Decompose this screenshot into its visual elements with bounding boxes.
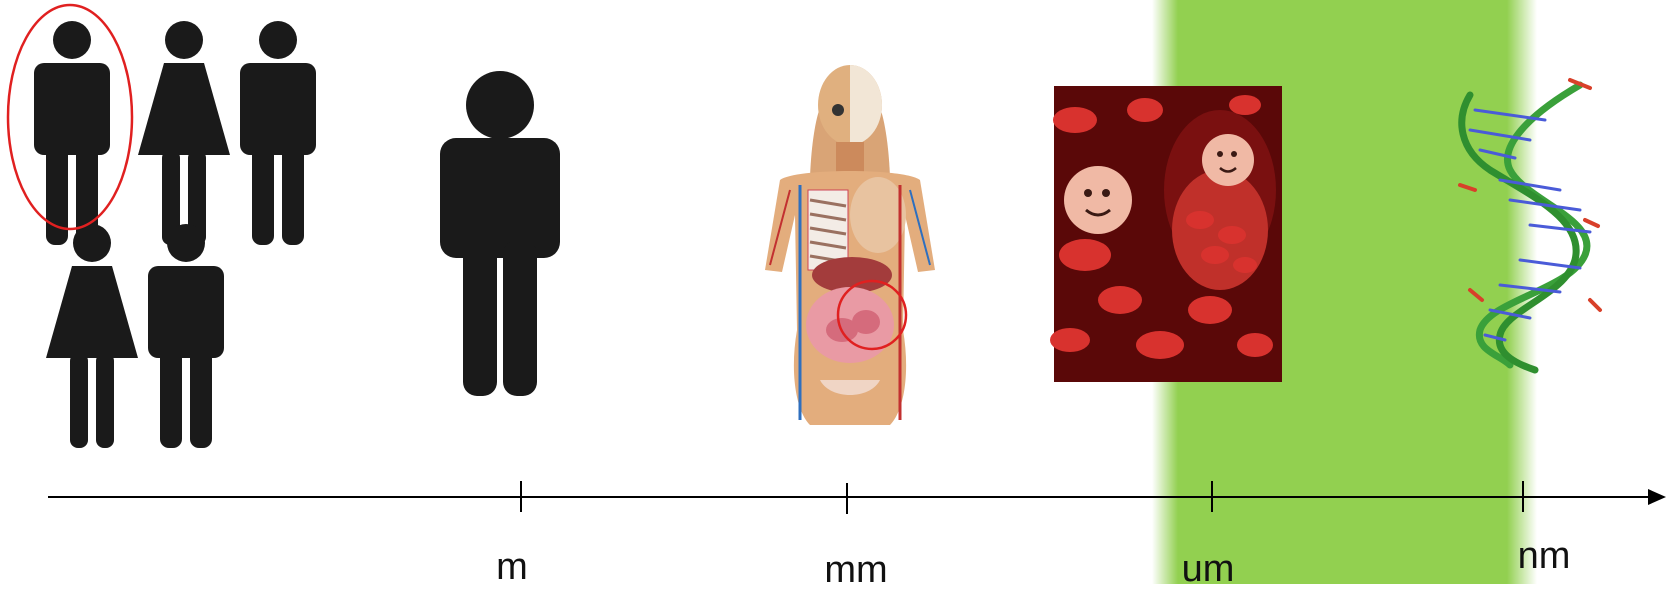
scale-axis — [48, 481, 1666, 514]
tick-label-mm: mm — [824, 549, 887, 592]
blood-cells-image — [1050, 86, 1282, 382]
tick-label-um: um — [1182, 548, 1235, 591]
human-anatomy-icon — [765, 65, 935, 425]
single-person-icon — [440, 71, 560, 396]
tick-label-nm: nm — [1518, 535, 1571, 578]
people-group-icon — [34, 21, 316, 448]
dna-helix-icon — [1460, 80, 1600, 370]
tick-label-m: m — [496, 546, 528, 589]
